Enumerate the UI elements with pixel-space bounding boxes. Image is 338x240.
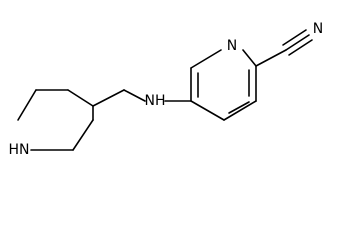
nitrile-nitrogen-label: N [313,21,323,37]
bond-c-c-ring-5 [190,100,225,121]
bond-pip-1 [67,89,94,107]
structure-svg: N N NH HN [9,21,324,158]
bond-c-c-nitrile [255,49,287,67]
bond-c-n-ring-1 [190,49,222,69]
pyridine-nitrogen-label: N [227,38,237,54]
bond-triple-nitrile-b [282,29,307,46]
bond-n-c-ring-2 [242,49,257,67]
bond-pip-5 [72,119,94,151]
piperidine-hn-label: HN [9,142,30,158]
bond-ch2-to-piperidine [92,89,125,107]
bond-triple-nitrile-c [288,39,313,56]
bond-pip-3 [17,89,37,121]
molecule-diagram: N N NH HN [8,21,324,158]
amine-nh-label: NH [145,93,166,109]
bond-nh-to-ch2 [123,89,146,102]
bond-c-c-ring-4 [223,100,257,121]
bond-double-ring-c [228,101,250,114]
bond-triple-nitrile-a [285,34,310,51]
